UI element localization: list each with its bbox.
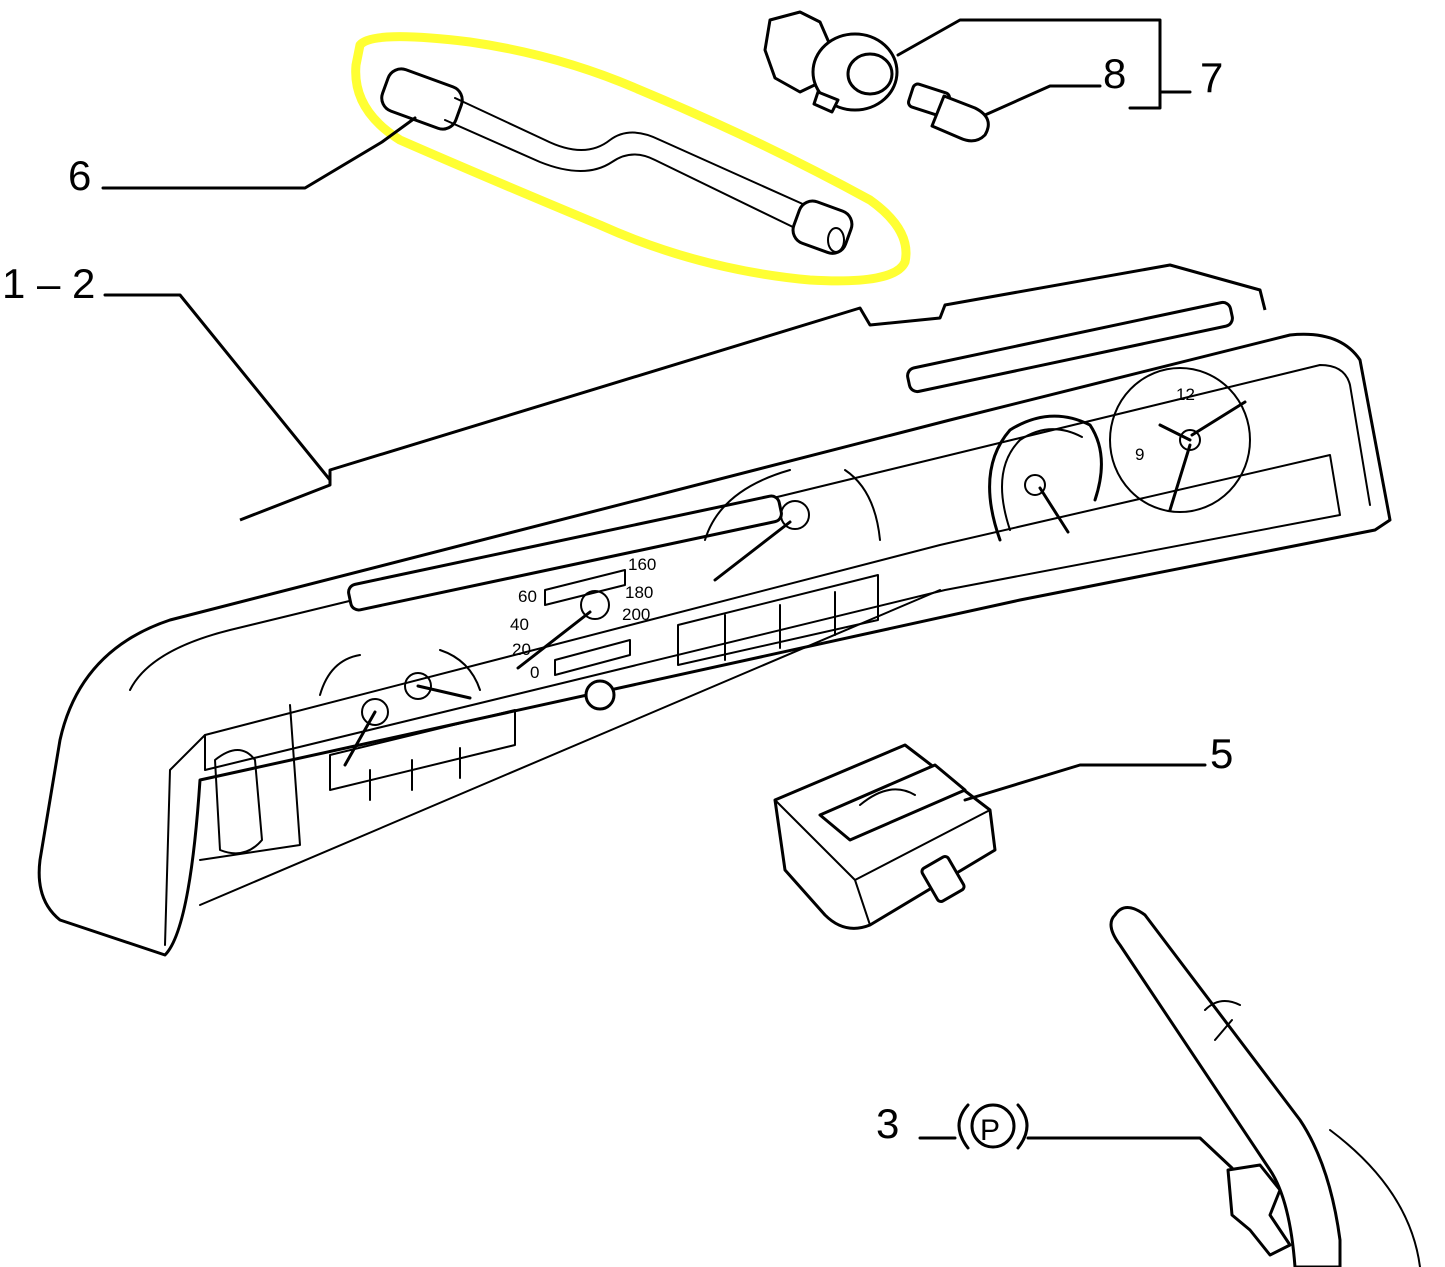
- callout-6-leader: [101, 116, 417, 190]
- callout-3-label: 3: [876, 1100, 899, 1147]
- tube-right-sleeve: [791, 199, 854, 255]
- parking-brake-icon-label: P: [980, 1114, 1000, 1147]
- bulb-glass: [930, 94, 990, 143]
- cluster-face-lower: [164, 589, 941, 946]
- holder-tab: [812, 90, 840, 114]
- trip-window: [554, 639, 631, 676]
- tube-body: [444, 97, 806, 229]
- part-5-switch: [773, 743, 997, 930]
- warning-lights-left: [329, 709, 516, 801]
- speedometer: 60 40 20 0 160 180 200: [510, 555, 656, 711]
- tachometer: [677, 469, 881, 666]
- speed-tick-0: 0: [530, 663, 539, 682]
- clock-second-hand: [1190, 400, 1247, 437]
- tachometer-needle: [713, 520, 792, 582]
- callout-6: 6: [68, 116, 417, 199]
- arc-gauge-needle: [1038, 486, 1070, 534]
- clock-hour-hand: [1158, 423, 1192, 442]
- part-1-2-instrument-cluster: 60 40 20 0 160 180 200: [37, 263, 1392, 957]
- speed-tick-60: 60: [518, 587, 537, 606]
- speed-tick-200: 200: [622, 605, 650, 624]
- tube-end-opening: [827, 227, 845, 253]
- small-gauge-scale: [319, 649, 481, 696]
- cluster-bezel-outer: [37, 332, 1392, 957]
- part-8-bulb: [907, 82, 990, 143]
- indicator-slot-right: [906, 300, 1234, 394]
- callout-5-leader: [963, 763, 1207, 802]
- indicator-slot-left: [347, 494, 783, 612]
- callout-7-label: 7: [1200, 54, 1223, 101]
- part-6-light-tube: [380, 67, 854, 255]
- clock: 12 9: [1109, 367, 1251, 513]
- tachometer-hub: [780, 500, 810, 530]
- parking-brake-icon: P: [957, 1103, 1029, 1150]
- part-7-bulb-holder: [763, 10, 899, 114]
- cluster-rear-housing: [239, 263, 1267, 522]
- holder-bore: [846, 52, 894, 96]
- callout-1-2-label: 1 – 2: [2, 260, 95, 307]
- temp-gauge-hub: [404, 672, 432, 700]
- callout-8-leader: [983, 84, 1102, 117]
- clock-tick-12: 12: [1176, 385, 1195, 404]
- odometer-window: [544, 569, 626, 606]
- handbrake-grip-line: [1204, 1000, 1241, 1041]
- callout-8-label: 8: [1103, 50, 1126, 97]
- speed-tick-160: 160: [628, 555, 656, 574]
- cluster-left-switch: [214, 749, 263, 855]
- highlight-outline: [351, 32, 911, 286]
- switch-dial: [859, 788, 916, 806]
- switch-knob-window: [818, 763, 967, 842]
- temp-gauge-needle: [416, 684, 472, 700]
- clock-face: [1109, 367, 1251, 513]
- tachometer-scale: [704, 469, 881, 541]
- handbrake-switch: [1226, 1163, 1292, 1257]
- callout-5-label: 5: [1210, 730, 1233, 777]
- callout-7-8: 8 7: [896, 18, 1223, 117]
- callout-5: 5: [963, 730, 1233, 802]
- arc-gauge-ring: [988, 414, 1103, 542]
- clock-tick-9: 9: [1135, 445, 1144, 464]
- warning-lights-right: [677, 574, 879, 666]
- cluster-bezel-inner: [129, 364, 1371, 691]
- callout-7-bracket: [896, 18, 1162, 110]
- speed-tick-180: 180: [625, 583, 653, 602]
- switch-stem: [920, 855, 966, 903]
- cluster-face-frame: [204, 454, 1341, 771]
- arc-gauge-ring-inner: [1001, 428, 1083, 531]
- parking-brake-icon-left-arc: [957, 1103, 970, 1150]
- speed-tick-40: 40: [510, 615, 529, 634]
- switch-body: [773, 743, 997, 930]
- fuel-gauge-needle: [343, 710, 377, 767]
- clock-minute-hand: [1168, 443, 1192, 512]
- handbrake-lever: [1109, 906, 1342, 1267]
- arc-gauge-hub: [1024, 474, 1046, 496]
- callout-3: 3 P: [876, 1100, 1234, 1170]
- part-3-handbrake: [1109, 906, 1421, 1267]
- parking-brake-icon-right-arc: [1016, 1103, 1029, 1150]
- callout-1-2-leader: [103, 293, 332, 482]
- speed-tick-20: 20: [512, 640, 531, 659]
- callout-1-2: 1 – 2: [2, 260, 332, 482]
- small-gauges: [319, 649, 516, 801]
- arc-gauge: [988, 414, 1103, 542]
- parking-brake-icon-circle: [970, 1103, 1016, 1149]
- callout-3-leader-2: [1026, 1136, 1234, 1170]
- switch-top: [774, 799, 991, 926]
- speedometer-hub: [580, 590, 610, 620]
- callout-6-label: 6: [68, 152, 91, 199]
- fuel-gauge-hub: [361, 698, 389, 726]
- trip-reset-knob: [584, 679, 616, 711]
- handbrake-cable: [1329, 1129, 1421, 1267]
- speedometer-needle: [516, 610, 592, 670]
